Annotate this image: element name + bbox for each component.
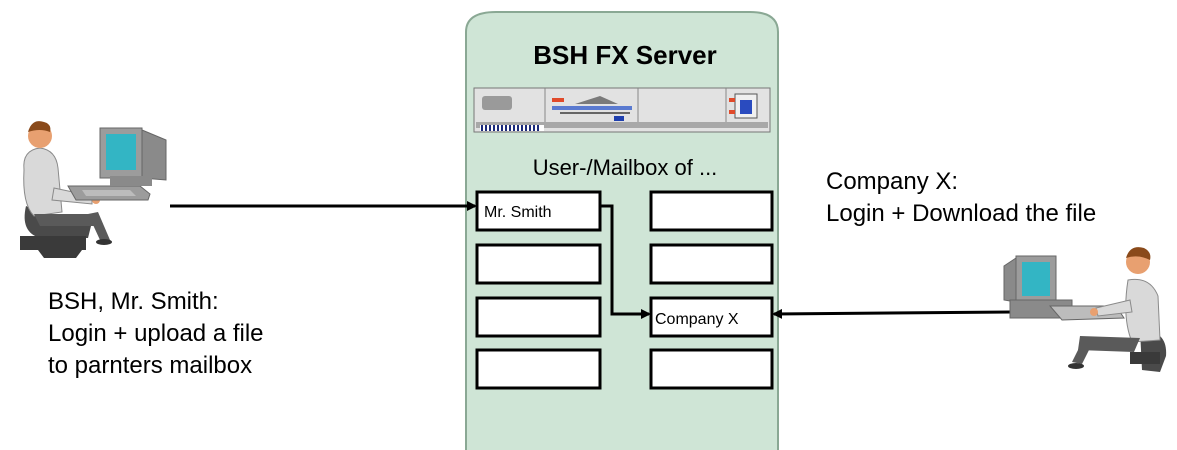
mailbox-mr-smith xyxy=(475,190,602,232)
mailbox-slot xyxy=(475,243,602,285)
mailbox-company-x xyxy=(649,296,774,338)
left-caption-line: Login + upload a file xyxy=(48,320,264,347)
download-arrow xyxy=(772,308,1013,319)
right-caption-line: Company X: xyxy=(826,168,959,195)
mailbox-caption: User-/Mailbox of ... xyxy=(532,155,718,180)
right-user-icon xyxy=(1003,247,1167,372)
mailbox-slot xyxy=(649,190,774,232)
mailbox-mr-smith-label: Mr. Smith xyxy=(484,204,552,221)
mailbox-slot xyxy=(475,296,602,338)
right-caption-line: Login + Download the file xyxy=(826,200,1097,227)
left-user-icon xyxy=(20,121,167,258)
left-caption-line: BSH, Mr. Smith: xyxy=(48,288,219,315)
mailbox-slot xyxy=(475,348,602,390)
right-user-caption: Company X: Login + Download the file xyxy=(826,166,1096,230)
left-caption-line: to parnters mailbox xyxy=(48,352,253,379)
left-user-caption: BSH, Mr. Smith: Login + upload a file to… xyxy=(48,286,264,382)
server-rack-icon xyxy=(473,87,771,133)
mailbox-grid xyxy=(475,190,774,390)
forward-arrow xyxy=(600,204,651,319)
mailbox-slot xyxy=(649,243,774,285)
mailbox-slot xyxy=(649,348,774,390)
server-title: BSH FX Server xyxy=(533,40,717,70)
mailbox-company-x-label: Company X xyxy=(655,311,739,328)
